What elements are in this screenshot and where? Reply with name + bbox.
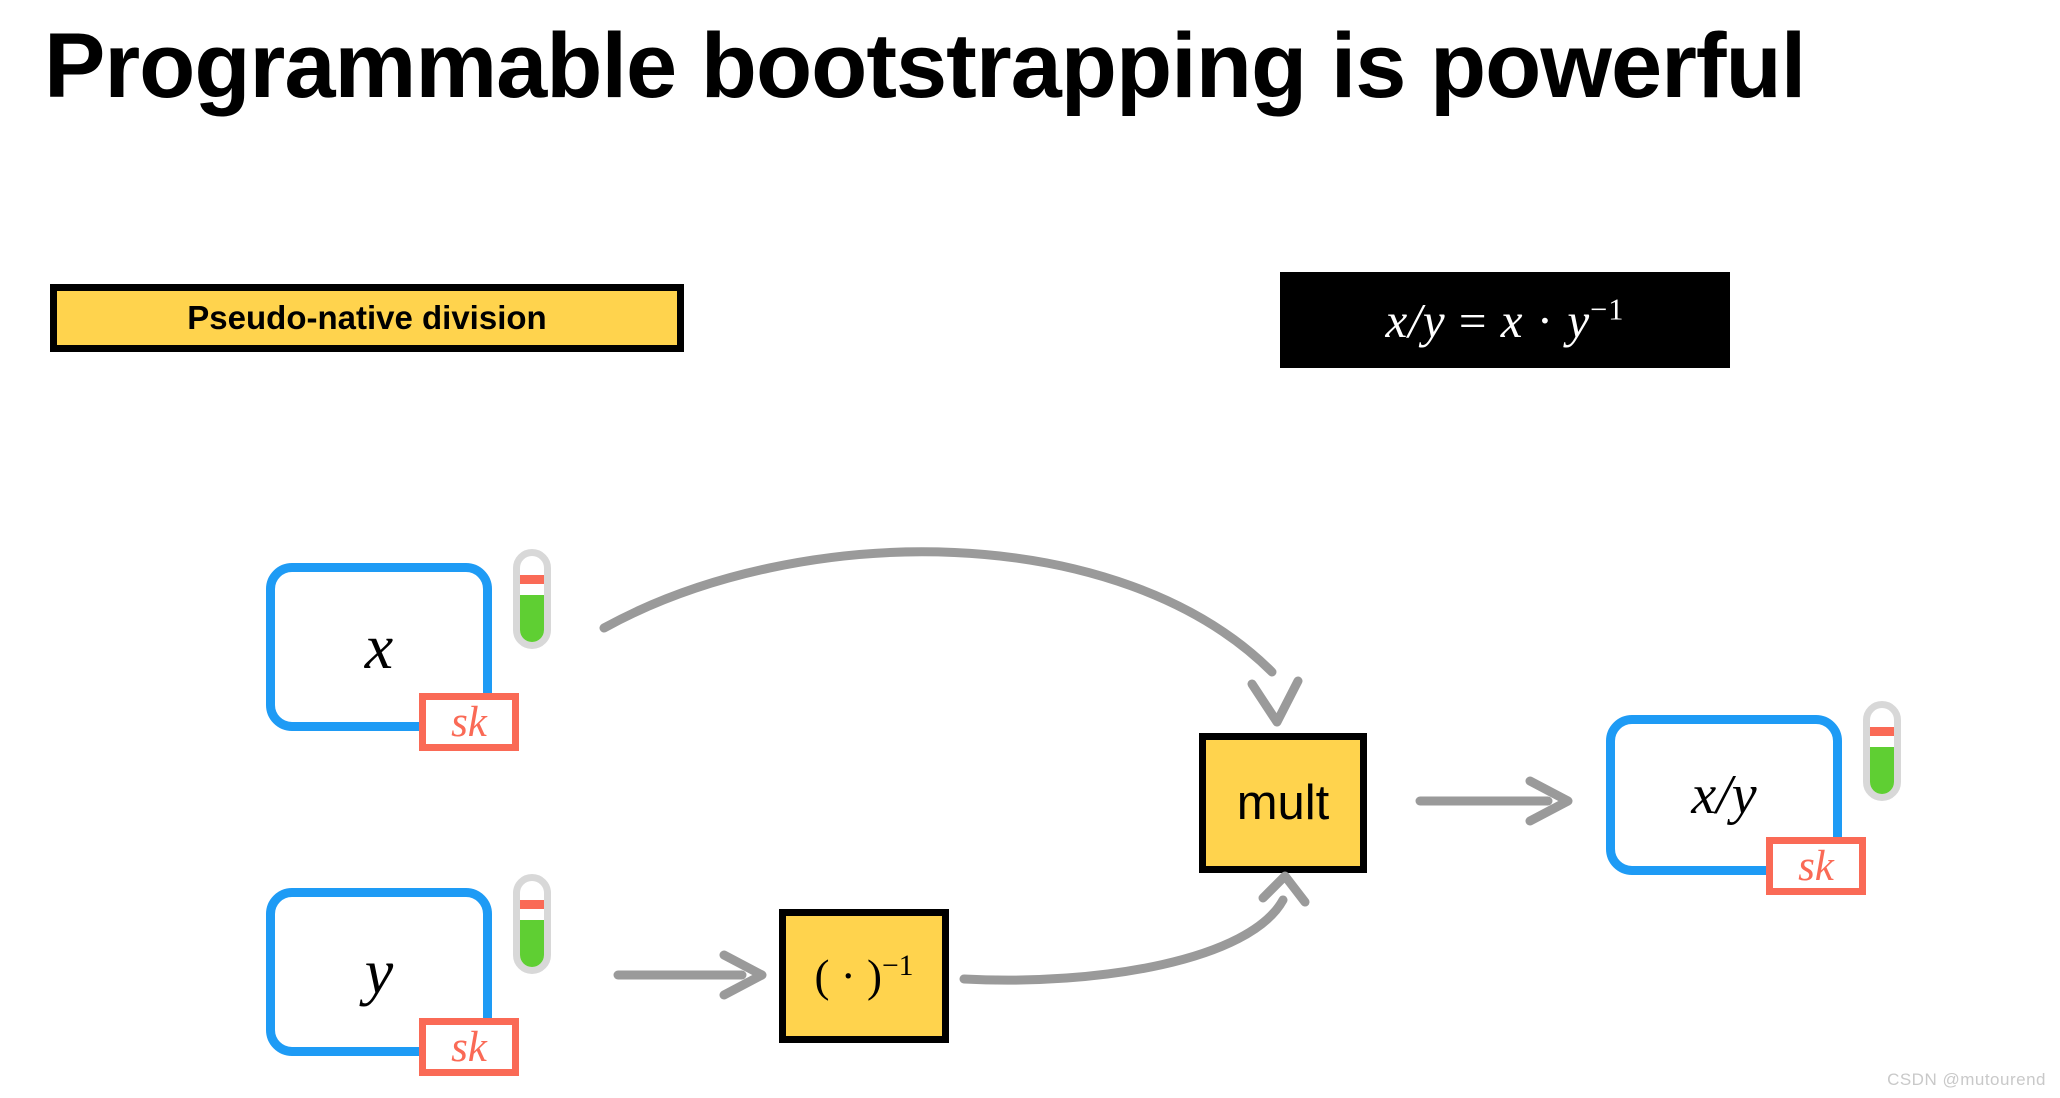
formula-rhs-exponent: −1 xyxy=(1590,292,1625,327)
operation-inverse-prefix: ( · ) xyxy=(814,951,882,1001)
noise-gauge-threshold-line xyxy=(520,574,544,584)
noise-gauge-fill xyxy=(520,594,544,642)
ciphertext-input-x[interactable]: x sk xyxy=(266,549,586,751)
arrow-mult-to-output xyxy=(1415,776,1573,826)
pseudo-native-division-caption-box: Pseudo-native division xyxy=(50,284,684,352)
operation-mult-box[interactable]: mult xyxy=(1199,733,1367,873)
formula-box: x/y = x · y−1 xyxy=(1280,272,1730,368)
noise-gauge-icon xyxy=(1863,701,1901,801)
formula-dot: · xyxy=(1536,292,1555,348)
secret-key-badge[interactable]: sk xyxy=(1766,837,1866,895)
secret-key-badge[interactable]: sk xyxy=(419,693,519,751)
formula-text: x/y = x · y−1 xyxy=(1386,292,1625,349)
arrow-inverse-to-mult xyxy=(959,871,1310,985)
ciphertext-frame xyxy=(266,888,492,1056)
noise-gauge-threshold-line xyxy=(1870,726,1894,736)
operation-inverse-box[interactable]: ( · )−1 xyxy=(779,909,949,1043)
noise-gauge-icon xyxy=(513,549,551,649)
noise-gauge-threshold-line xyxy=(520,899,544,909)
formula-equals: = xyxy=(1458,292,1488,348)
ciphertext-output-xy[interactable]: x/y sk xyxy=(1606,701,1936,895)
operation-mult-label: mult xyxy=(1236,776,1330,830)
noise-gauge-fill xyxy=(1870,746,1894,794)
formula-rhs-base: x xyxy=(1500,292,1524,348)
ciphertext-frame xyxy=(1606,715,1842,875)
operation-inverse-label: ( · )−1 xyxy=(814,950,913,1002)
arrow-y-to-inverse xyxy=(613,950,767,1000)
page-title: Programmable bootstrapping is powerful xyxy=(44,15,1806,117)
ciphertext-frame xyxy=(266,563,492,731)
noise-gauge-fill xyxy=(520,919,544,967)
formula-rhs-var: y xyxy=(1567,292,1591,348)
arrow-x-to-mult xyxy=(599,547,1303,727)
secret-key-badge[interactable]: sk xyxy=(419,1018,519,1076)
caption-label: Pseudo-native division xyxy=(187,299,547,336)
formula-lhs: x/y xyxy=(1385,292,1446,348)
operation-inverse-exponent: −1 xyxy=(881,950,914,982)
ciphertext-input-y[interactable]: y sk xyxy=(266,874,586,1076)
watermark: CSDN @mutourend xyxy=(1887,1070,2046,1089)
noise-gauge-icon xyxy=(513,874,551,974)
